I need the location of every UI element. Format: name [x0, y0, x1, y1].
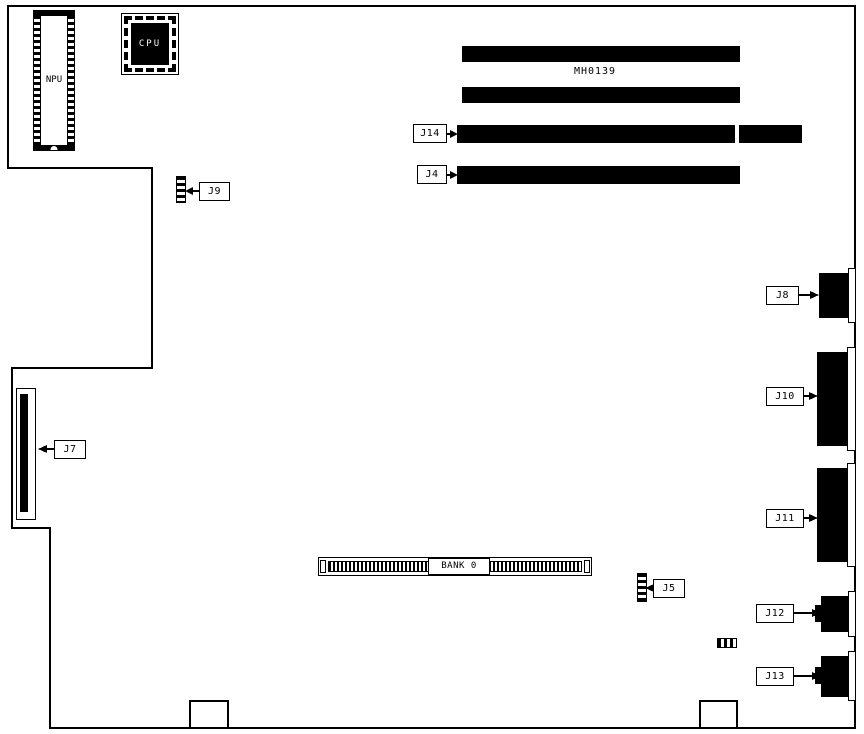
- callout-j12: J12: [756, 604, 794, 623]
- callout-arrow-j5: [645, 584, 654, 592]
- callout-arrow-j10: [804, 392, 818, 400]
- j12-bracket: [848, 591, 856, 637]
- callout-j14: J14: [413, 124, 447, 143]
- j8-bracket: [848, 268, 856, 323]
- npu-label: NPU: [45, 75, 63, 85]
- cpu-die: CPU: [131, 23, 169, 65]
- simm-socket-endcap-left: [320, 560, 326, 573]
- npu-socket: NPU: [33, 10, 75, 151]
- callout-arrow-j11: [804, 514, 818, 522]
- npu-socket-top-bar: [34, 11, 74, 16]
- callout-arrow-j12: [794, 609, 821, 617]
- expansion-slot-2: [462, 87, 740, 103]
- j11-bracket: [847, 463, 856, 567]
- board-model-label: MH0139: [573, 66, 617, 77]
- cpu-label: CPU: [138, 39, 162, 49]
- simm-socket-endcap-right: [584, 560, 590, 573]
- expansion-slot-j4: [457, 166, 740, 184]
- callout-arrow-j9: [185, 187, 199, 195]
- cpu-pin-grid: [124, 16, 176, 72]
- callout-j11: J11: [766, 509, 804, 528]
- j7-connector-bar: [20, 394, 28, 512]
- j13-bracket: [848, 651, 856, 701]
- j7-connector: [16, 388, 36, 520]
- cpu-chip: CPU: [121, 13, 179, 75]
- j11-connector: [817, 468, 847, 562]
- callout-j7: J7: [54, 440, 86, 459]
- npu-orientation-notch: [49, 145, 59, 150]
- callout-arrow-j7: [38, 445, 54, 453]
- callout-j4: J4: [417, 165, 447, 184]
- expansion-slot-j14: [457, 125, 735, 143]
- callout-arrow-j8: [799, 291, 819, 299]
- jumper-block: [717, 638, 737, 648]
- callout-j10: J10: [766, 387, 804, 406]
- callout-j5: J5: [653, 579, 685, 598]
- callout-j13: J13: [756, 667, 794, 686]
- callout-arrow-j14: [447, 130, 458, 138]
- npu-pin-column-left: [34, 16, 41, 145]
- npu-pin-column-right: [67, 16, 74, 145]
- bottom-notch-left: [189, 700, 229, 729]
- bank0-label: BANK 0: [428, 558, 490, 575]
- j10-bracket: [847, 347, 856, 451]
- bottom-notch-right: [699, 700, 738, 729]
- j13-connector: [815, 656, 848, 697]
- callout-arrow-j13: [794, 672, 821, 680]
- callout-arrow-j4: [447, 171, 458, 179]
- expansion-slot-1: [462, 46, 740, 62]
- j9-pin-header: [176, 176, 186, 203]
- j10-connector: [817, 352, 847, 446]
- expansion-slot-j14-extension: [739, 125, 802, 143]
- j8-connector: [819, 273, 848, 318]
- callout-j9: J9: [199, 182, 230, 201]
- callout-j8: J8: [766, 286, 799, 305]
